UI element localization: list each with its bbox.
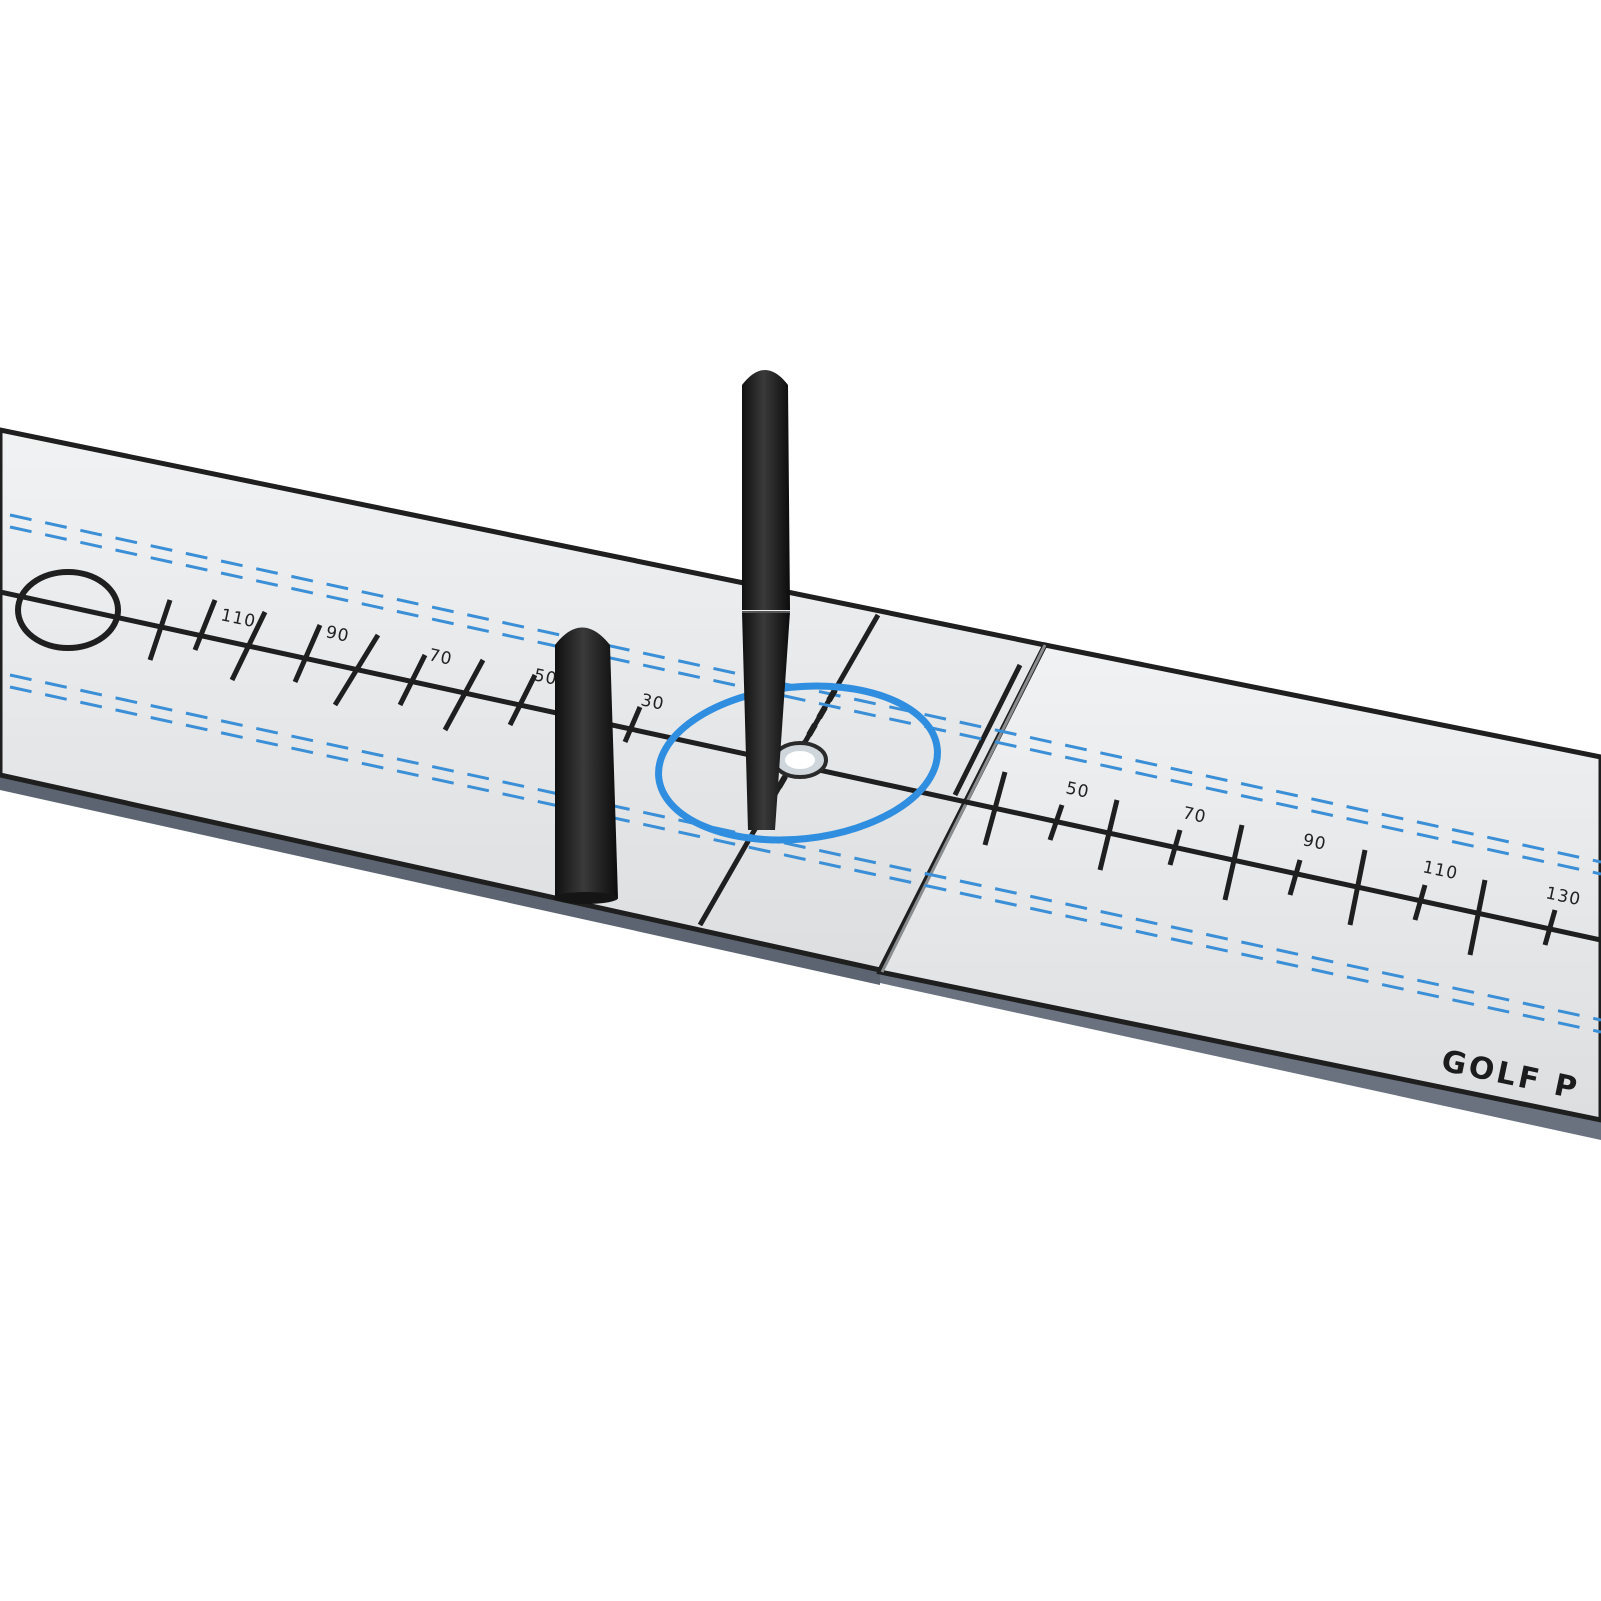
right-label-90: 90	[1301, 830, 1328, 854]
cup-hole-inner	[785, 751, 815, 769]
guide-lines	[9, 513, 1601, 1034]
target-box-line-2	[952, 663, 1023, 797]
right-scale-ticks	[982, 771, 1558, 956]
left-label-90: 90	[324, 622, 351, 646]
left-label-70: 70	[427, 645, 454, 669]
right-label-50: 50	[1064, 778, 1091, 802]
left-label-30: 30	[639, 690, 666, 714]
right-label-70: 70	[1181, 803, 1208, 827]
target-ring	[655, 682, 941, 844]
mat-seam	[880, 644, 1047, 973]
left-label-50: 50	[532, 665, 559, 689]
tall-alignment-peg	[742, 370, 790, 830]
left-scale-ticks	[147, 599, 643, 743]
short-alignment-peg	[554, 627, 618, 904]
start-circle	[15, 569, 121, 651]
